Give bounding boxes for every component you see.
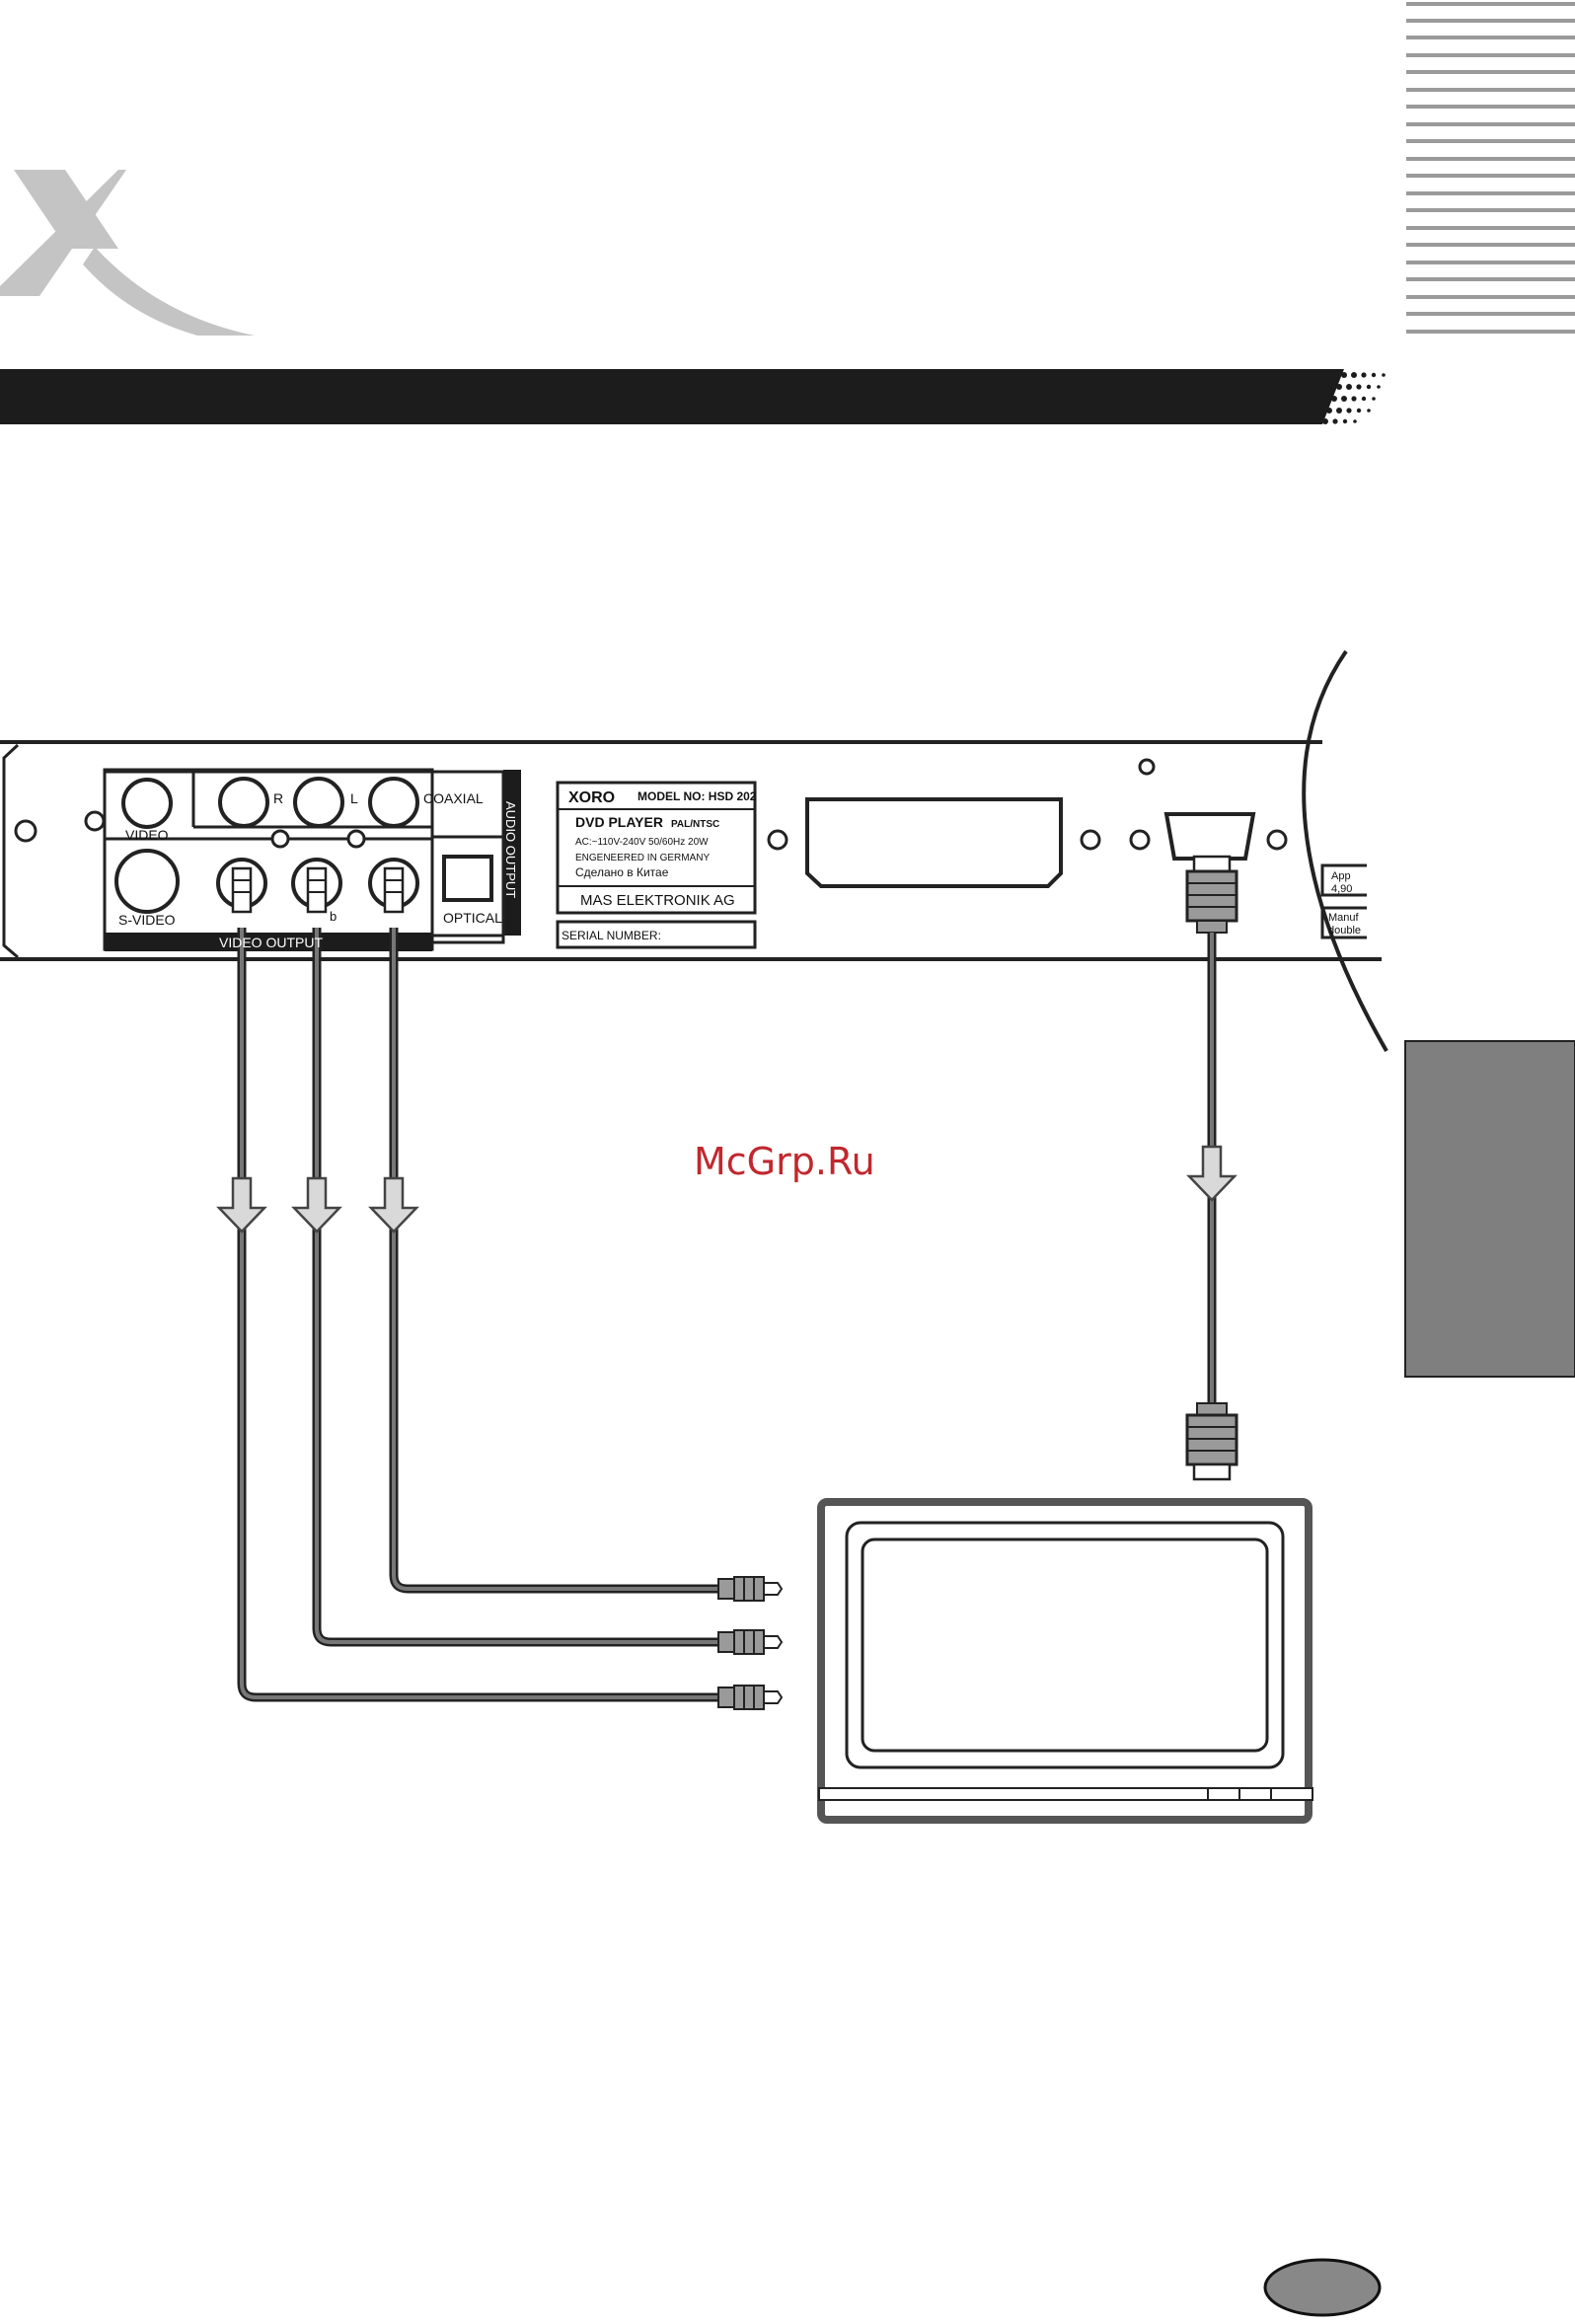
origin-label: ENGENEERED IN GERMANY [575, 853, 710, 863]
audio-r-label: R [273, 790, 283, 806]
type-label: DVD PLAYER [575, 814, 663, 830]
pb-label: b [330, 909, 337, 924]
audio-output-label: AUDIO OUTPUT [503, 801, 518, 898]
coaxial-label: COAXIAL [423, 790, 484, 806]
optical-label: OPTICAL [443, 910, 502, 926]
svideo-jack-label: S-VIDEO [118, 912, 176, 928]
cutoff-note-2b: double [1328, 925, 1361, 937]
video-output-label: VIDEO OUTPUT [219, 935, 323, 950]
origin-ru-label: Сделано в Китае [575, 865, 669, 879]
video-jack-label: VIDEO [125, 827, 169, 843]
brand-label: XORO [568, 789, 615, 806]
audio-l-label: L [350, 790, 358, 806]
model-label: MODEL NO: HSD 202 [638, 789, 757, 803]
watermark: McGrp.Ru [694, 1140, 875, 1183]
cutoff-note-2a: Manuf [1328, 912, 1360, 924]
cutoff-note-1a: App [1331, 870, 1351, 882]
company-label: MAS ELEKTRONIK AG [580, 892, 735, 909]
cutoff-note-1b: 4,90 [1331, 883, 1352, 895]
system-label: PAL/NTSC [671, 819, 719, 830]
power-label: AC:~110V-240V 50/60Hz 20W [575, 837, 709, 848]
serial-label: SERIAL NUMBER: [562, 929, 661, 942]
